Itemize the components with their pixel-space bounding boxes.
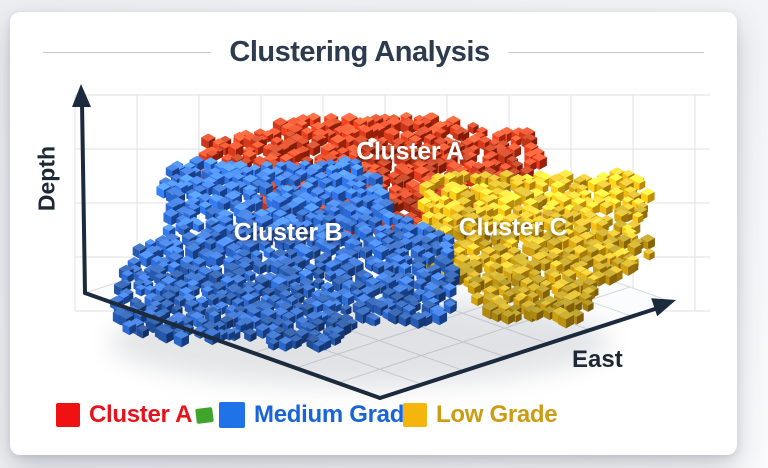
cluster-a-label: Cluster A — [356, 137, 464, 166]
legend-item-medium-grade: Medium Grade — [195, 401, 418, 429]
cluster-c-label: Cluster C — [458, 213, 568, 242]
depth-axis-label: Depth — [33, 145, 60, 212]
cluster-b-label: Cluster B — [233, 218, 343, 247]
legend-item-low-grade: Low Grade — [403, 401, 558, 429]
legend-item-cluster-a: Cluster A — [56, 401, 192, 429]
legend-label-low-grade: Low Grade — [436, 401, 558, 428]
chart-card: Clustering Analysis Depth East Cluster A… — [10, 12, 737, 455]
east-axis-label: East — [572, 346, 623, 373]
legend-label-cluster-a: Cluster A — [89, 401, 193, 428]
title-rule-left — [43, 52, 212, 53]
medium-grade-mini-swatch — [195, 406, 214, 424]
legend-label-medium-grade: Medium Grade — [254, 401, 418, 428]
title-rule-right — [507, 52, 704, 53]
cluster-plot-canvas — [72, 84, 710, 400]
chart-title: Clustering Analysis — [229, 36, 490, 68]
cluster-a-swatch — [56, 403, 80, 427]
medium-grade-swatch — [219, 402, 245, 428]
chart-header: Clustering Analysis — [10, 36, 737, 69]
low-grade-swatch — [403, 403, 427, 427]
